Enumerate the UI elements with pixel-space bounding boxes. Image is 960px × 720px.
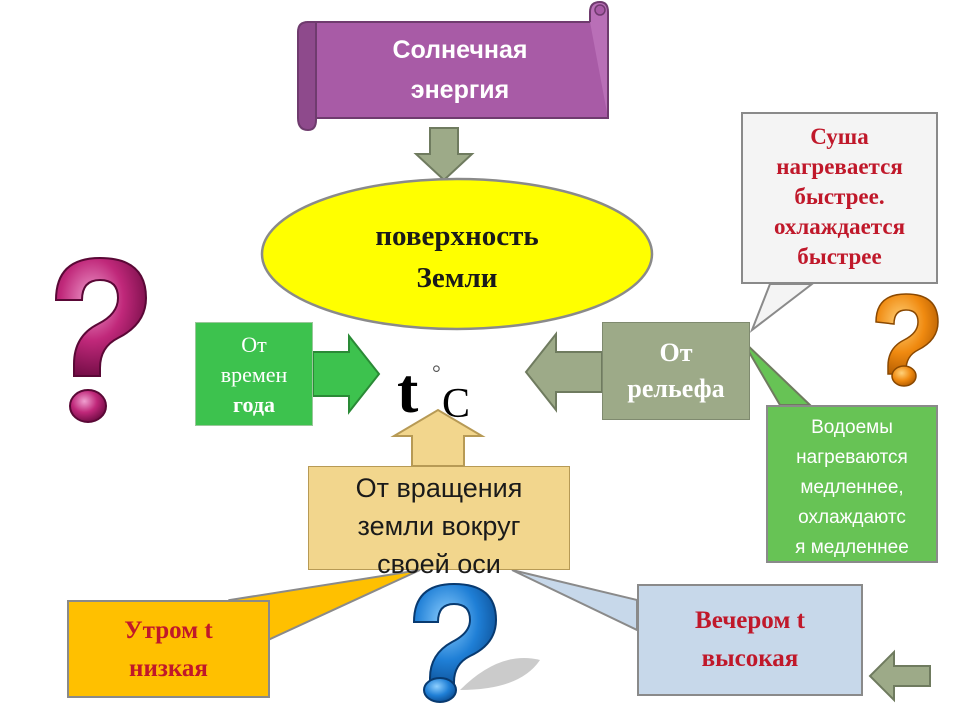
question-mark-magenta-icon	[54, 256, 148, 423]
water-line-5: я медленнее	[795, 537, 909, 558]
relief-line-2: рельефа	[627, 374, 725, 403]
land-line-4: охлаждается	[773, 214, 906, 239]
evening-callout: Вечером t высокая	[637, 584, 863, 696]
surface-line-1: поверхность	[375, 220, 539, 252]
season-line-1: От	[241, 332, 267, 357]
arrow-left-relief	[524, 331, 603, 413]
solar-line-1: Солнечная	[392, 36, 528, 64]
solar-energy-label: Солнечная энергия	[320, 30, 600, 110]
land-callout-tail	[749, 283, 815, 333]
relief-line-1: От	[659, 338, 693, 367]
land-line-2: нагревается	[776, 154, 903, 179]
question-mark-blue-icon	[412, 582, 540, 703]
morning-line-2: низкая	[129, 655, 208, 682]
earth-surface-oval	[260, 177, 654, 331]
land-line-1: Суша	[810, 124, 869, 149]
morning-line-1: Утром t	[124, 617, 213, 644]
evening-line-1: Вечером t	[695, 607, 805, 634]
surface-line-2: Земли	[416, 262, 498, 294]
land-line-5: быстрее	[797, 244, 882, 269]
land-line-3: быстрее.	[794, 184, 885, 209]
evening-line-2: высокая	[701, 645, 799, 672]
temperature-t: t	[397, 355, 419, 426]
season-box: От времен года	[195, 322, 313, 426]
season-line-2: времен	[220, 362, 288, 387]
season-line-3: года	[233, 392, 275, 417]
earth-surface-label: поверхность Земли	[262, 215, 652, 299]
question-mark-orange-icon	[875, 293, 939, 387]
land-callout: Суша нагревается быстрее. охлаждается бы…	[741, 112, 938, 284]
water-callout: Водоемы нагреваются медленнее, охлаждают…	[766, 405, 938, 563]
morning-callout: Утром t низкая	[67, 600, 270, 698]
water-callout-tail	[741, 339, 813, 406]
rotation-line-1: От вращения	[355, 473, 523, 503]
water-line-3: медленнее,	[800, 477, 904, 498]
water-line-1: Водоемы	[811, 417, 893, 438]
temperature-unit: С	[442, 381, 471, 427]
rotation-line-2: земли вокруг	[357, 511, 521, 541]
arrow-up-rotation	[390, 408, 486, 467]
arrow-right-season	[312, 333, 381, 415]
solar-line-2: энергия	[410, 76, 510, 104]
arrow-left-gray-icon	[868, 649, 931, 703]
solar-energy-scroll	[297, 0, 609, 132]
water-line-4: охлаждаютс	[798, 507, 906, 528]
degree-sign: °	[432, 360, 441, 385]
arrow-down	[413, 127, 475, 182]
rotation-box: От вращения земли вокруг своей оси	[308, 466, 570, 579]
rotation-line-3: своей оси	[377, 549, 501, 579]
relief-box: От рельефа	[602, 322, 750, 420]
water-line-2: нагреваются	[796, 447, 908, 468]
